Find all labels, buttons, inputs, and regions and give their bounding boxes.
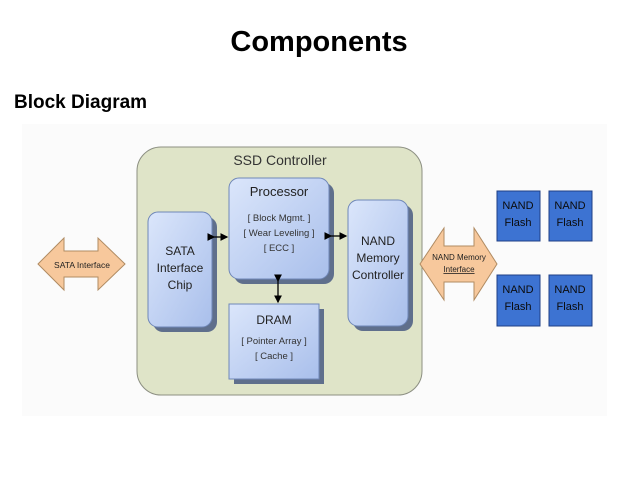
dram-detail-1: [ Pointer Array ]: [241, 336, 306, 347]
nand-flash-label-2: Flash: [557, 301, 584, 313]
dram-detail-2: [ Cache ]: [255, 351, 293, 362]
connector-group: [207, 232, 348, 304]
nand-flash-box: [548, 274, 593, 327]
nand-flash-label-2: Flash: [505, 301, 532, 313]
nand-controller-line-3: Controller: [352, 268, 404, 282]
nand-flash-box: [496, 274, 541, 327]
nand-interface-arrow-group: NAND Memory Interface: [419, 226, 498, 302]
nand-flash-chip: NAND Flash: [496, 190, 541, 242]
nand-flash-label-1: NAND: [554, 200, 585, 212]
nand-flash-group: NAND Flash NAND Flash NAND Flash NAND Fl…: [496, 190, 593, 327]
nand-flash-chip: NAND Flash: [548, 190, 593, 242]
nand-interface-label-1: NAND Memory: [432, 253, 486, 262]
processor-title: Processor: [250, 184, 309, 199]
nand-flash-label-1: NAND: [502, 284, 533, 296]
nand-flash-chip: NAND Flash: [496, 274, 541, 327]
dram-title: DRAM: [256, 313, 291, 327]
dram-group: DRAM [ Pointer Array ] [ Cache ]: [228, 303, 324, 384]
nand-controller-line-2: Memory: [356, 251, 399, 265]
nand-flash-label-1: NAND: [554, 284, 585, 296]
nand-flash-label-1: NAND: [502, 200, 533, 212]
nand-controller-group: NAND Memory Controller: [347, 199, 413, 331]
processor-detail-3: [ ECC ]: [264, 243, 295, 254]
sata-interface-label: SATA Interface: [54, 260, 110, 270]
nand-flash-label-2: Flash: [505, 217, 532, 229]
nand-flash-chip: NAND Flash: [548, 274, 593, 327]
block-diagram-frame: SSD Controller SATA Interface SATA Inter…: [22, 124, 607, 416]
processor-group: Processor [ Block Mgmt. ] [ Wear Levelin…: [228, 177, 334, 284]
nand-flash-box: [548, 190, 593, 242]
sata-interface-arrow-group: SATA Interface: [37, 236, 126, 292]
sata-chip-line-2: Interface: [157, 261, 204, 275]
slide-title: Components: [230, 26, 408, 58]
sata-interface-arrow: [37, 236, 126, 292]
ssd-controller-label: SSD Controller: [233, 152, 327, 168]
nand-controller-line-1: NAND: [361, 234, 395, 248]
sata-chip-line-1: SATA: [165, 244, 195, 258]
nand-interface-label-2: Interface: [443, 265, 475, 274]
processor-detail-1: [ Block Mgmt. ]: [248, 213, 311, 224]
nand-interface-arrow: [419, 226, 498, 302]
ssd-block-diagram: SSD Controller SATA Interface SATA Inter…: [37, 146, 593, 396]
dram-box: [228, 303, 320, 380]
sata-chip-box: [147, 211, 213, 328]
processor-detail-2: [ Wear Leveling ]: [243, 228, 314, 239]
nand-flash-box: [496, 190, 541, 242]
sata-chip-line-3: Chip: [168, 278, 193, 292]
diagram-subtitle: Block Diagram: [14, 92, 148, 113]
nand-flash-label-2: Flash: [557, 217, 584, 229]
nand-controller-box: [347, 199, 409, 327]
sata-chip-group: SATA Interface Chip: [147, 211, 217, 332]
